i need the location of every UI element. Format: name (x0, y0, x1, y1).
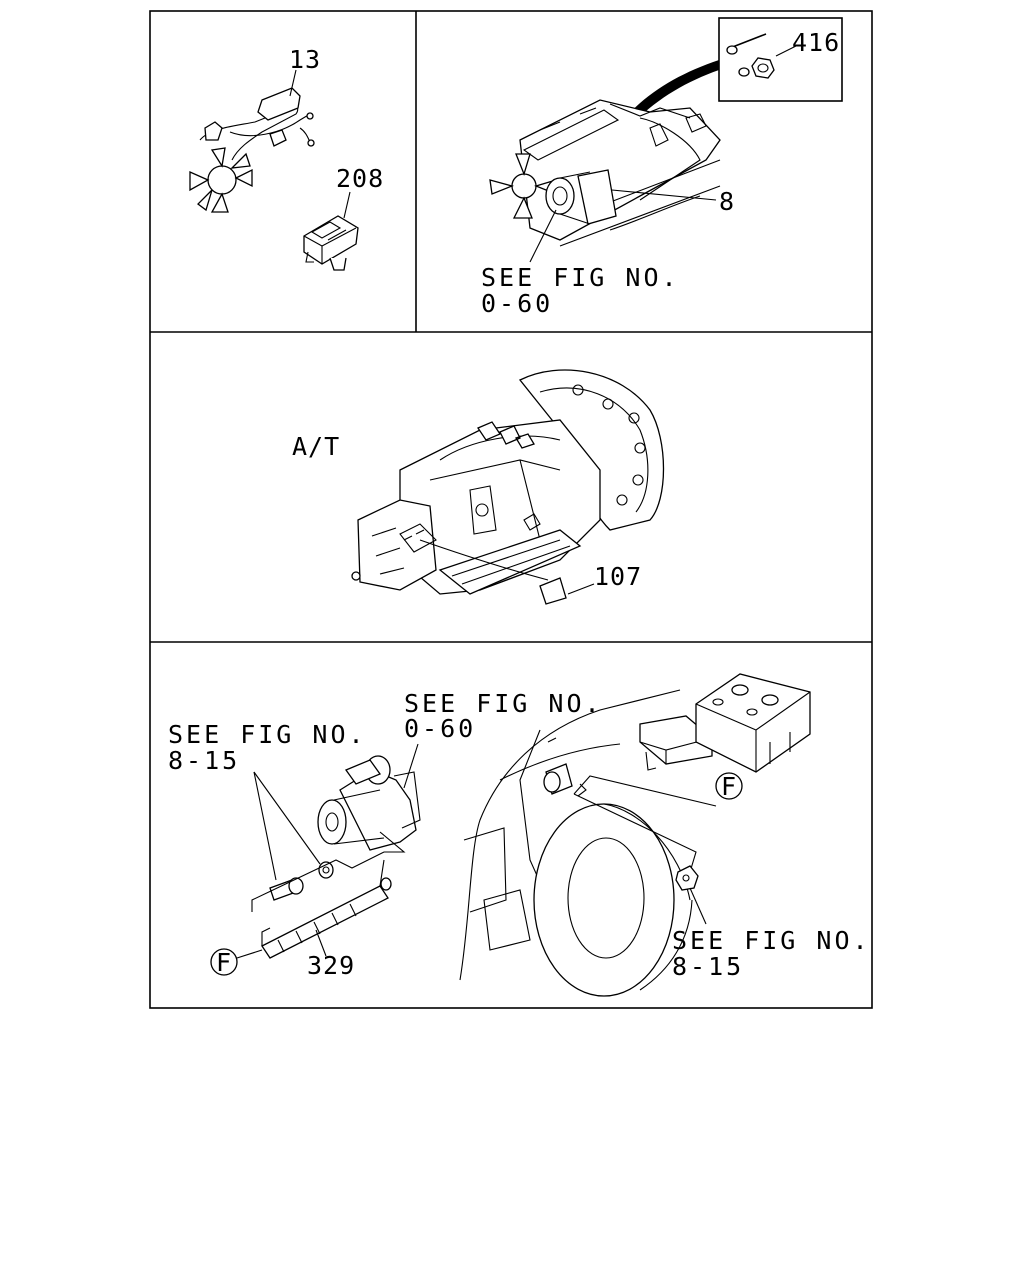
cable-route-right (573, 775, 717, 873)
transmission-illustration (351, 369, 665, 605)
fan-illustration (489, 153, 557, 219)
leader-ref-8-15-right (689, 887, 707, 925)
leader-ref-0-60-bottom (403, 743, 419, 789)
callout-8: 8 (719, 187, 735, 216)
starter-motor-illustration (317, 755, 421, 851)
leader-13 (289, 69, 297, 97)
connector-marker-f-left: F (210, 948, 263, 977)
callout-107: 107 (594, 562, 642, 591)
diagram-frame (149, 10, 873, 1009)
leader-329 (315, 929, 327, 957)
leader-ref-8-15-a (253, 771, 277, 881)
callout-208: 208 (336, 164, 384, 193)
panel-bottom: SEE FIG NO. 8-15 SEE FIG NO. 0-60 (168, 673, 871, 997)
panel-top-left: 13 208 (189, 45, 384, 271)
leader-8 (611, 189, 717, 201)
connector-marker-f-right: F (715, 772, 743, 801)
engine-bay-illustration (459, 689, 693, 997)
reference-top-right-line1: SEE FIG NO. (481, 263, 680, 292)
starter-8-illustration (545, 169, 617, 225)
leader-416 (775, 45, 797, 57)
connector-208-illustration (303, 215, 359, 271)
callout-416: 416 (792, 28, 840, 57)
leader-107 (567, 583, 595, 595)
nut-416-illustration (726, 33, 775, 79)
bolt-and-nut-illustration (269, 861, 334, 901)
battery-illustration (695, 673, 811, 773)
section-label-at: A/T (292, 432, 340, 461)
engine-illustration (519, 99, 721, 247)
reference-bottom-right-line1: SEE FIG NO. (672, 926, 871, 955)
leader-ref-0-60-top (529, 209, 557, 263)
reference-bottom-right-line2: 8-15 (672, 952, 744, 981)
reference-top-right-line2: 0-60 (481, 289, 553, 318)
leader-208 (343, 191, 351, 219)
panel-middle: A/T (292, 369, 665, 605)
marker-f-right-label: F (721, 772, 737, 801)
reference-bottom-left-line1: SEE FIG NO. (168, 720, 367, 749)
engine-fan-illustration (189, 87, 315, 213)
relay-box-illustration (639, 715, 713, 771)
nut-right-illustration (675, 865, 699, 891)
cable-329-illustration (251, 831, 406, 959)
reference-bottom-center-line1: SEE FIG NO. (404, 689, 603, 718)
panel-top-right: 416 8 SEE FIG NO. 0-60 (481, 17, 843, 318)
leader-ref-8-15-b (253, 771, 321, 865)
marker-f-left-label: F (216, 948, 232, 977)
reference-bottom-left-line2: 8-15 (168, 746, 240, 775)
callout-13: 13 (289, 45, 321, 74)
callout-329: 329 (307, 951, 355, 980)
inset-box-416 (718, 17, 843, 102)
reference-bottom-center-line2: 0-60 (404, 714, 476, 743)
